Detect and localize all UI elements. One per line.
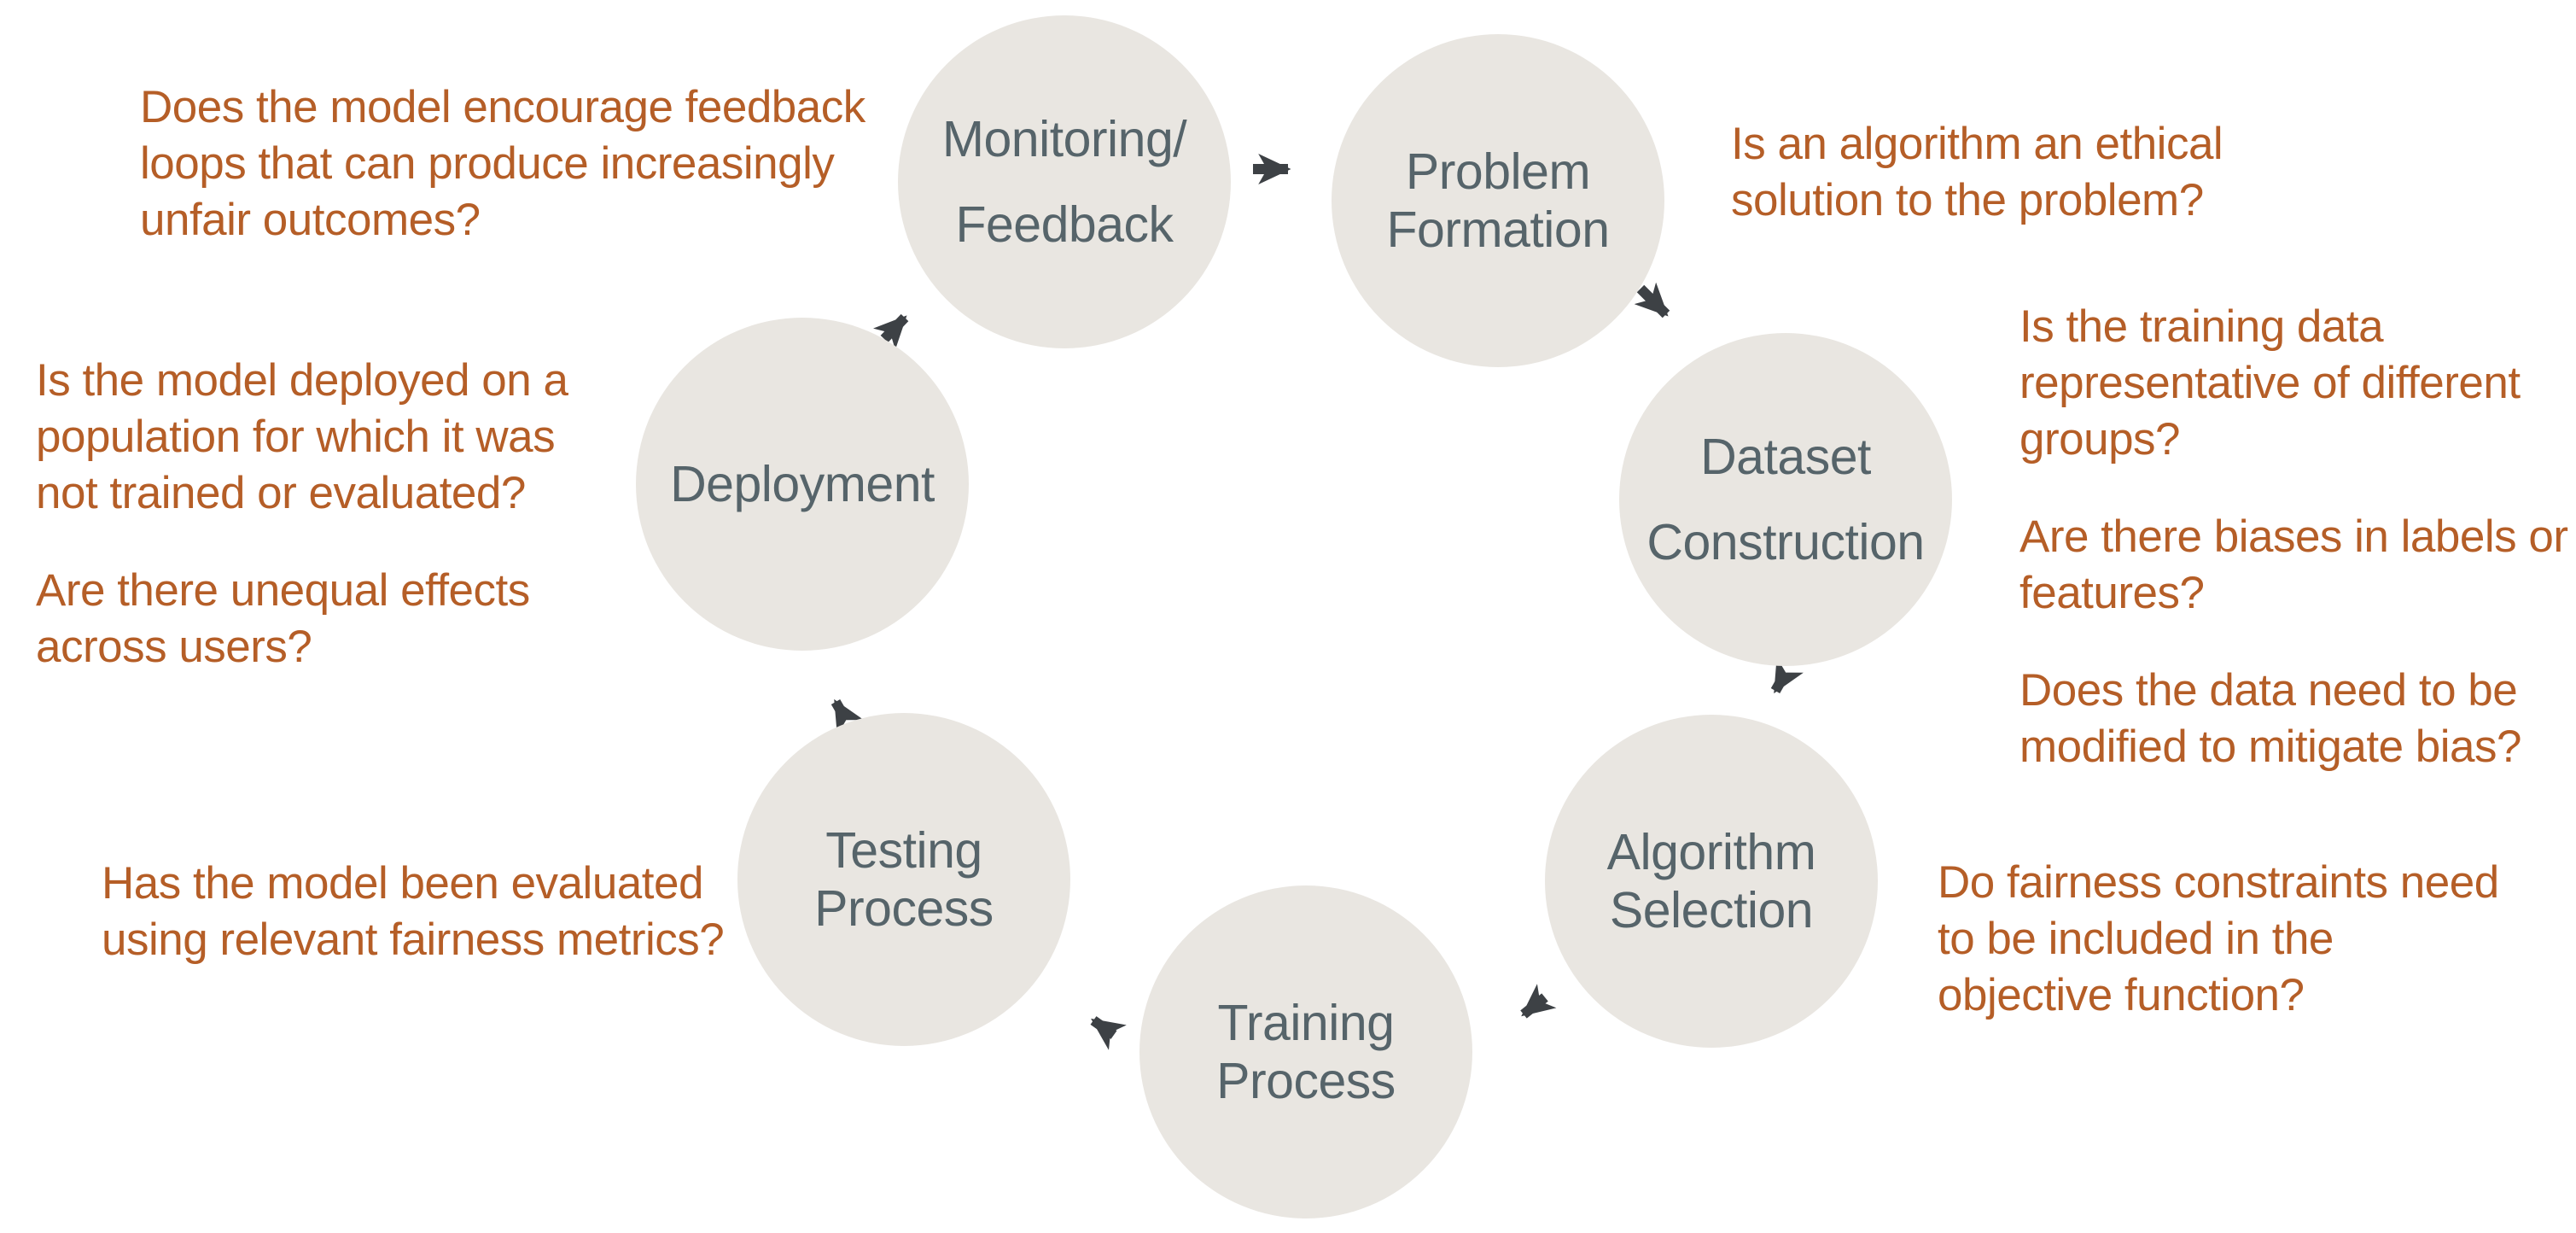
annotation-line: Are there biases in labels or (2019, 511, 2568, 562)
annotation-line: features? (2019, 568, 2205, 618)
annotation-algorithm-selection: Do fairness constraints need to be inclu… (1938, 855, 2499, 1024)
annotation-line: modified to mitigate bias? (2019, 722, 2522, 772)
annotation-line: across users? (36, 622, 312, 672)
annotation-problem-formation: Is an algorithm an ethical solution to t… (1731, 116, 2223, 229)
stage-label-line2: Process (814, 880, 994, 937)
annotation-line: Does the data need to be (2019, 665, 2518, 716)
annotation-line: Is the training data (2019, 301, 2384, 352)
stage-label-line1: Monitoring/ (941, 111, 1187, 167)
annotation-line: to be included in the (1938, 914, 2334, 964)
stage-label-line1: Dataset (1700, 429, 1871, 485)
annotation-paragraph: Does the data need to be modified to mit… (2019, 663, 2567, 775)
stage-algorithm-selection: Algorithm Selection (1545, 715, 1878, 1048)
stage-problem-formation: Problem Formation (1332, 34, 1664, 367)
stage-label-line1: Training (1217, 995, 1395, 1051)
annotation-monitoring-feedback: Does the model encourage feedback loops … (140, 79, 865, 248)
annotation-testing-process: Has the model been evaluated using relev… (102, 856, 725, 968)
annotation-paragraph: Are there unequal effects across users? (36, 563, 568, 675)
arrow-deployment-to-monitoring (872, 313, 909, 350)
annotation-deployment: Is the model deployed on a population fo… (36, 353, 568, 675)
arrow-testing-to-deployment (830, 698, 865, 736)
stage-label-line2: Formation (1386, 202, 1610, 258)
stage-monitoring-feedback: Monitoring/ Feedback (898, 15, 1231, 348)
annotation-line: Is an algorithm an ethical (1731, 119, 2223, 169)
annotation-line: Is the model deployed on a (36, 355, 568, 406)
annotation-line: loops that can produce increasingly (140, 138, 835, 189)
stage-label-line1: Deployment (670, 456, 935, 512)
arrow-dataset-to-algorithm (1770, 657, 1804, 694)
arrow-algorithm-to-training (1520, 984, 1557, 1019)
annotation-paragraph: Do fairness constraints need to be inclu… (1938, 855, 2499, 1024)
annotation-line: Has the model been evaluated (102, 858, 703, 909)
annotation-paragraph: Is the model deployed on a population fo… (36, 353, 568, 522)
stage-deployment: Deployment (636, 318, 969, 651)
annotation-line: objective function? (1938, 970, 2305, 1020)
stage-label-line2: Feedback (955, 196, 1174, 253)
annotation-paragraph: Does the model encourage feedback loops … (140, 79, 865, 248)
annotation-paragraph: Is an algorithm an ethical solution to t… (1731, 116, 2223, 229)
annotation-paragraph: Are there biases in labels or features? (2019, 509, 2568, 622)
annotation-line: using relevant fairness metrics? (102, 915, 725, 965)
annotation-line: population for which it was (36, 412, 556, 462)
annotation-dataset-construction: Is the training data representative of d… (2019, 299, 2568, 775)
annotation-line: Do fairness constraints need (1938, 857, 2499, 908)
stage-label-line2: Process (1216, 1053, 1396, 1109)
arrow-problem-to-dataset (1634, 282, 1670, 318)
stage-training-process: Training Process (1139, 885, 1472, 1218)
annotation-paragraph: Is the training data representative of d… (2019, 299, 2567, 468)
stage-label-line2: Construction (1646, 514, 1925, 570)
annotation-line: groups? (2019, 414, 2181, 465)
stage-label-line1: Algorithm (1606, 824, 1816, 880)
annotation-line: not trained or evaluated? (36, 468, 526, 518)
stage-testing-process: Testing Process (737, 713, 1070, 1046)
stage-label-line1: Problem (1405, 143, 1591, 200)
annotation-line: representative of different (2019, 358, 2521, 408)
stage-dataset-construction: Dataset Construction (1619, 333, 1952, 666)
arrow-training-to-testing (1090, 1016, 1127, 1050)
annotation-line: unfair outcomes? (140, 195, 481, 245)
annotation-line: Does the model encourage feedback (140, 82, 865, 132)
annotation-line: solution to the problem? (1731, 175, 2204, 225)
stage-label-line2: Selection (1609, 882, 1814, 938)
stage-label-line1: Testing (825, 822, 982, 879)
annotation-paragraph: Has the model been evaluated using relev… (102, 856, 725, 968)
annotation-line: Are there unequal effects (36, 565, 530, 616)
